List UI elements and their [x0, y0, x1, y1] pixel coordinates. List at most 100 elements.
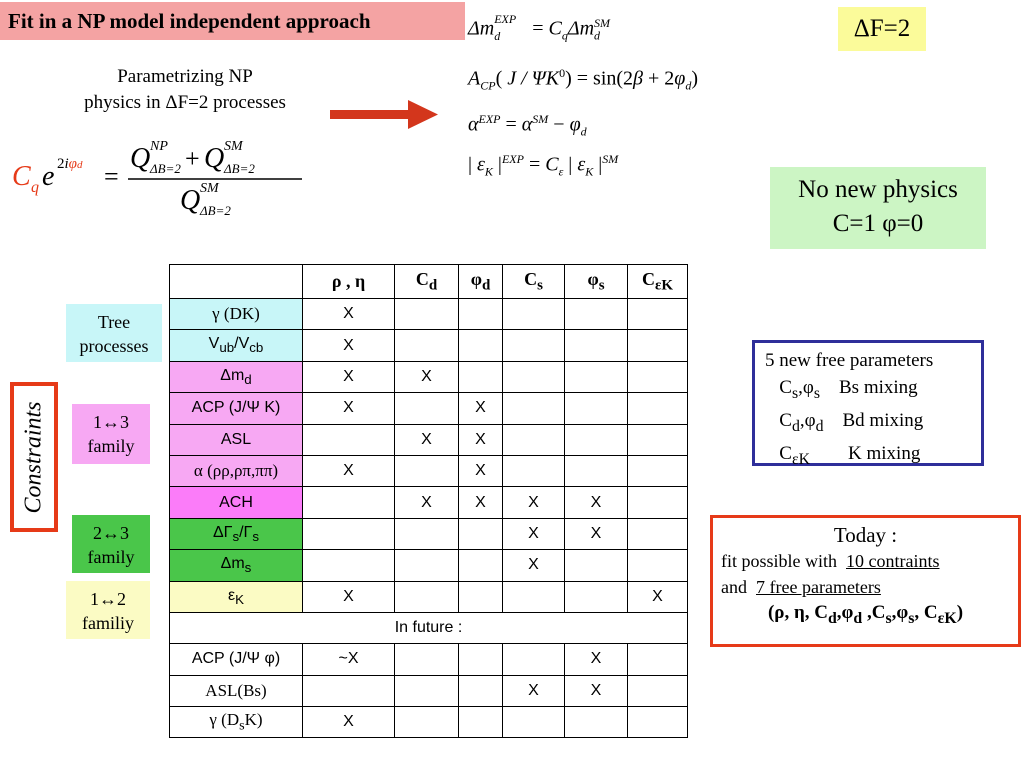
table-cell [627, 454, 688, 488]
table-header-rho-eta: ρ , η [302, 264, 395, 299]
table-cell [627, 297, 688, 331]
table-cell: X [394, 486, 459, 519]
table-cell [394, 517, 459, 551]
table-cell: X [302, 329, 395, 362]
table-cell [627, 486, 688, 519]
today-parameter-list: (ρ, η, Cd,φd ,Cs,φs, CεK) [767, 602, 964, 627]
params-line-d-text: Bd mixing [842, 409, 924, 431]
table-cell [458, 549, 503, 582]
row-label-acp-jpsik: ACP (J/Ψ K) [169, 392, 303, 425]
side-label-line: 1↔3 [93, 412, 129, 432]
params-line-s-text: Bs mixing [839, 377, 918, 398]
row-label-asl-bs: ASL(Bs) [169, 674, 303, 708]
side-label-line: processes [79, 336, 149, 356]
today-line-2-prefix: and [721, 577, 747, 597]
table-cell [502, 454, 565, 488]
table-header-cd: Cd [394, 264, 459, 299]
side-label-family-23: 2↔3 family [72, 515, 150, 573]
table-cell: X [564, 517, 628, 551]
today-line-1: fit possible with 10 contraints [721, 548, 1010, 574]
table-cell: X [302, 706, 395, 739]
row-label-dmd: Δmd [169, 360, 303, 394]
table-cell [564, 423, 628, 456]
side-label-family-12: 1↔2 familiy [66, 581, 150, 639]
table-cell: X [458, 423, 503, 456]
table-cell [394, 706, 459, 739]
table-cell [627, 329, 688, 362]
table-cell: X [502, 549, 565, 582]
table-cell [502, 423, 565, 456]
params-line-k: CεK K mixing [765, 442, 921, 468]
table-header-phid: φd [458, 264, 503, 299]
side-label-family-13: 1↔3 family [72, 404, 150, 464]
side-label-tree: Tree processes [66, 304, 162, 362]
svg-text:q: q [31, 179, 39, 196]
table-row: Vub/Vcb X [169, 329, 688, 362]
table-header-phis: φs [564, 264, 628, 299]
table-row: γ (DsK) X [169, 706, 688, 739]
svg-text:ΔB=2: ΔB=2 [149, 161, 181, 176]
table-cell: X [394, 360, 459, 394]
no-new-physics-line-2: C=1 φ=0 [832, 210, 924, 237]
table-cell [458, 360, 503, 394]
table-row-future-header: In future : [169, 611, 688, 645]
table-cell [502, 580, 565, 613]
svg-text:=: = [104, 162, 119, 191]
table-row: γ (DK) X [169, 297, 688, 331]
main-formula: C q e 2iφd = Q NP ΔB=2 + Q SM ΔB=2 Q SM … [12, 139, 302, 218]
row-label-epsk: εK [169, 580, 303, 613]
table-cell: X [458, 486, 503, 519]
svg-text:ΔB=2: ΔB=2 [199, 203, 231, 218]
table-cell [502, 297, 565, 331]
subtitle-line-1: Parametrizing NP [117, 66, 253, 87]
table-cell [458, 643, 503, 676]
table-cell: X [564, 643, 628, 676]
table-cell [627, 549, 688, 582]
svg-text:ΔB=2: ΔB=2 [223, 161, 255, 176]
table-cell [458, 674, 503, 708]
right-arrow-icon [330, 100, 438, 129]
subtitle-line-2: physics in ΔF=2 processes [84, 92, 286, 113]
table-cell [458, 706, 503, 739]
table-cell [502, 392, 565, 425]
side-label-line: 2↔3 [93, 523, 129, 543]
free-parameters-box: 5 new free parameters Cs,φs Bs mixing Cd… [752, 340, 984, 467]
svg-text:Q: Q [204, 143, 224, 174]
side-label-line: familiy [82, 613, 134, 633]
row-label-asl: ASL [169, 423, 303, 456]
table-cell [302, 674, 395, 708]
table-cell: X [394, 423, 459, 456]
table-cell [502, 360, 565, 394]
table-cell: ~X [302, 643, 395, 676]
table-cell [302, 549, 395, 582]
svg-text:C: C [12, 161, 31, 192]
table-cell: X [458, 454, 503, 488]
svg-text:e: e [42, 161, 54, 192]
table-cell: X [627, 580, 688, 613]
side-label-line: family [87, 547, 135, 567]
side-label-line: 1↔2 [90, 589, 126, 609]
table-cell [394, 329, 459, 362]
table-cell [394, 549, 459, 582]
table-cell [394, 674, 459, 708]
equation-epsilon: | εK |EXP = Cε | εK |SM [468, 152, 619, 179]
row-label-gamma-dsk: γ (DsK) [169, 706, 303, 739]
table-cell [564, 297, 628, 331]
today-heading: Today : [833, 523, 898, 547]
delta-f-2-badge: ΔF=2 [838, 7, 926, 51]
svg-text:Q: Q [130, 143, 150, 174]
table-cell [564, 580, 628, 613]
today-line-2: and 7 free parameters [721, 574, 1010, 600]
table-cell [627, 423, 688, 456]
table-cell [627, 643, 688, 676]
table-cell: X [302, 360, 395, 394]
table-cell [627, 517, 688, 551]
table-cell [394, 580, 459, 613]
